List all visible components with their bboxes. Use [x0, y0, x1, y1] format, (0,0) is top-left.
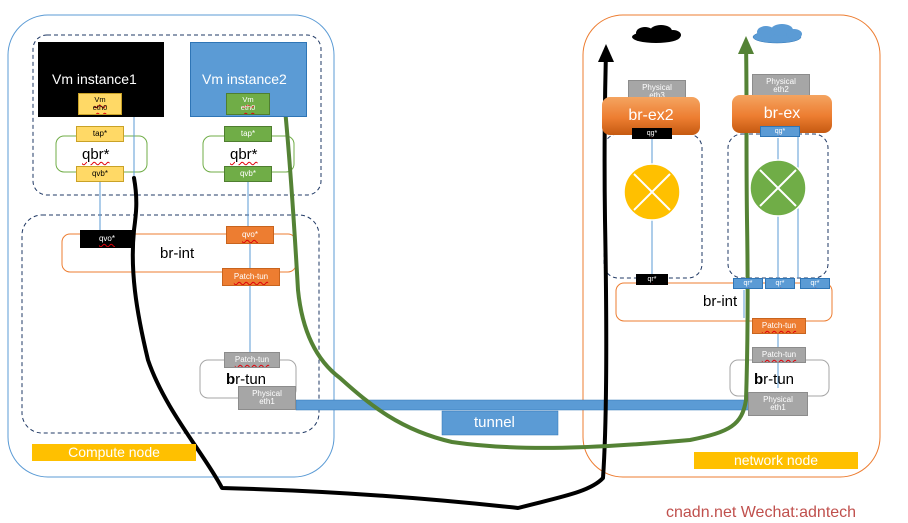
network-brint-qr1-port[interactable]: qr* [733, 278, 763, 289]
network-brint-qr1-label: qr* [743, 279, 753, 287]
compute-vm-group [32, 34, 322, 196]
physical-eth2-label: Physical eth2 [766, 76, 796, 94]
qbr2-qvb-port[interactable]: qvb* [224, 166, 272, 182]
brex-router-icon [749, 159, 807, 217]
network-node-frame [582, 14, 881, 478]
network-links [651, 104, 799, 388]
brex2-qg-label: qg* [646, 129, 658, 137]
compute-qvo1-label: qvo* [98, 233, 115, 243]
watermark: cnadn.net Wechat:adntech [666, 504, 857, 521]
green-traffic-path [282, 42, 750, 450]
qbr1-qvb-port[interactable]: qvb* [76, 166, 124, 182]
brex2-qr-port[interactable]: qr* [636, 274, 668, 285]
compute-bridge-group [21, 214, 320, 434]
compute-brtun-label: br-tun [226, 371, 267, 388]
qbr2-label: qbr* [230, 146, 258, 163]
vm-instance1-title: Vm instance1 [52, 71, 137, 87]
network-brint-label: br-int [703, 293, 738, 310]
network-brint-qr3-label: qr* [810, 279, 820, 287]
compute-qvo2-port[interactable]: qvo* [226, 226, 274, 244]
tunnel-bar [295, 399, 751, 411]
qbr1-tap-label: tap* [92, 128, 108, 138]
black-arrowhead-icon [598, 44, 614, 62]
qbr1-label: qbr* [82, 146, 110, 163]
compute-qvo2-label: qvo* [241, 229, 258, 239]
compute-brtun-patch-port[interactable]: Patch-tun [224, 352, 280, 368]
brex2-router-icon [623, 163, 681, 221]
qbr2-tap-port[interactable]: tap* [224, 126, 272, 142]
vm1-eth0-port[interactable]: Vm eth0 [78, 93, 122, 115]
brex-label: br-ex [763, 104, 801, 122]
network-brint-box [615, 282, 833, 322]
vm-instance2-title: Vm instance2 [202, 71, 287, 87]
compute-brint-patch-port[interactable]: Patch-tun [222, 268, 280, 286]
qbr1-qvb-label: qvb* [91, 168, 108, 178]
network-brtun-patch-label: Patch-tun [761, 349, 797, 359]
qbr1-tap-port[interactable]: tap* [76, 126, 124, 142]
tunnel-label-box [441, 410, 559, 436]
network-physical-eth1-label: Physical eth1 [763, 394, 793, 412]
compute-node-frame [7, 14, 335, 478]
qbr2-qvb-label: qvb* [239, 168, 256, 178]
network-brint-patch-port[interactable]: Patch-tun [752, 318, 806, 334]
network-brtun-patch-port[interactable]: Patch-tun [752, 347, 806, 363]
compute-node-label: Compute node [32, 444, 196, 461]
network-node-label: network node [694, 452, 858, 469]
network-brint-patch-label: Patch-tun [761, 320, 797, 330]
brex-qg-port[interactable]: qg* [760, 126, 800, 137]
black-traffic-path [130, 48, 609, 510]
vm1-eth0-label: Vm eth0 [92, 95, 108, 112]
network-brint-qr3-port[interactable]: qr* [800, 278, 830, 289]
brex2-qg-port[interactable]: qg* [632, 128, 672, 139]
network-physical-eth1[interactable]: Physical eth1 [748, 392, 808, 416]
qbr2-tap-label: tap* [240, 128, 256, 138]
compute-qvo1-port[interactable]: qvo* [80, 230, 134, 248]
vm2-eth0-port[interactable]: Vm eth0 [226, 93, 270, 115]
network-brtun-label: br-tun [754, 371, 795, 388]
brex-qg-label: qg* [774, 127, 786, 135]
brex2-label: br-ex2 [628, 106, 674, 124]
compute-brtun-patch-label: Patch-tun [234, 354, 270, 364]
physical-eth3-label: Physical eth3 [642, 82, 672, 100]
vm2-eth0-label: Vm eth0 [240, 95, 256, 112]
network-brint-qr2-port[interactable]: qr* [765, 278, 795, 289]
green-arrowhead-top-icon [738, 36, 754, 54]
tunnel-label: tunnel [474, 414, 515, 431]
compute-brint-patch-label: Patch-tun [233, 271, 269, 281]
compute-physical-eth1-label: Physical eth1 [252, 388, 282, 406]
network-brint-qr2-label: qr* [775, 279, 785, 287]
compute-physical-eth1[interactable]: Physical eth1 [238, 386, 296, 410]
blue-cloud-icon [752, 24, 802, 44]
black-cloud-icon [632, 25, 681, 43]
brex2-qr-label: qr* [647, 275, 657, 283]
compute-brint-label: br-int [160, 245, 195, 262]
